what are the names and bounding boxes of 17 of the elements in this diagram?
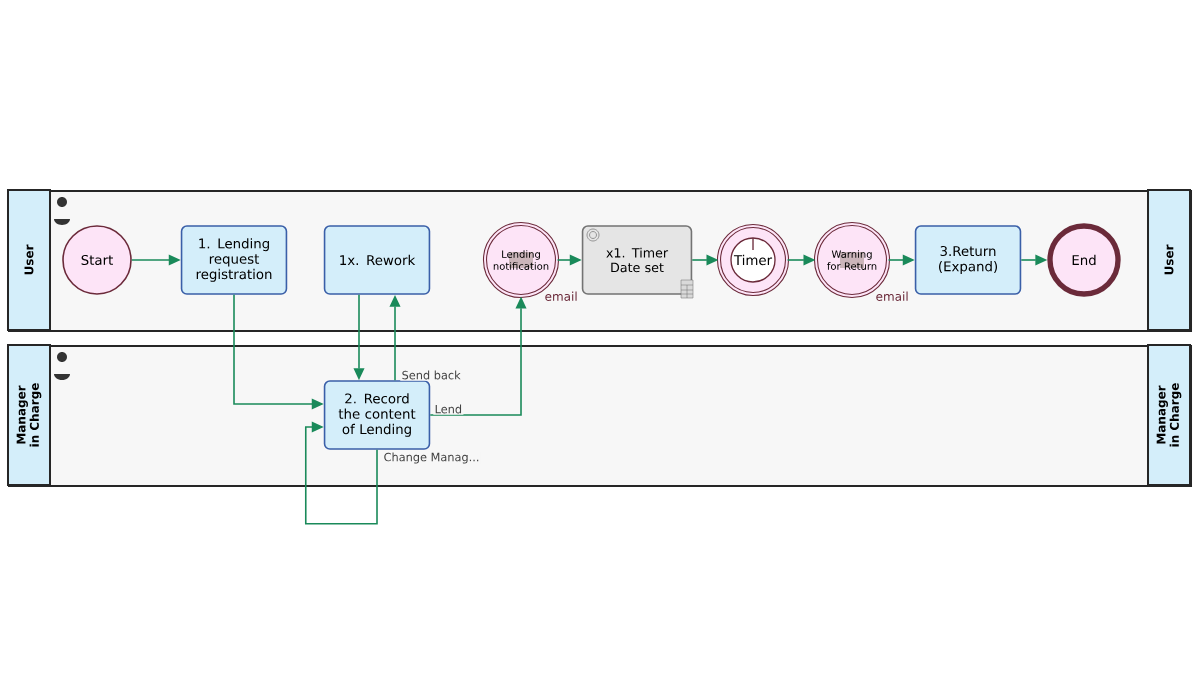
task-box: 2. Record the content of Lending <box>323 380 431 450</box>
edge-label: Lend <box>433 403 464 415</box>
event-caption: email <box>545 291 577 301</box>
lane-header: Manager in Charge <box>7 344 51 486</box>
task-box: 3.Return (Expand) <box>914 225 1022 295</box>
lane-header: User <box>1147 189 1191 331</box>
task-box: 1x. Rework <box>323 225 431 295</box>
event-caption: email <box>876 291 908 301</box>
start-event: Start <box>62 225 132 295</box>
timer-event: Timer <box>716 223 790 297</box>
task-box: x1. Timer Date set <box>581 225 693 295</box>
lane-header: User <box>7 189 51 331</box>
edge-label: Change Manag... <box>382 451 481 465</box>
lane-header: Manager in Charge <box>1147 344 1191 486</box>
arrow <box>304 421 378 525</box>
task-box: 1. Lending request registration <box>180 225 288 295</box>
edge-label: Send back <box>400 369 462 381</box>
